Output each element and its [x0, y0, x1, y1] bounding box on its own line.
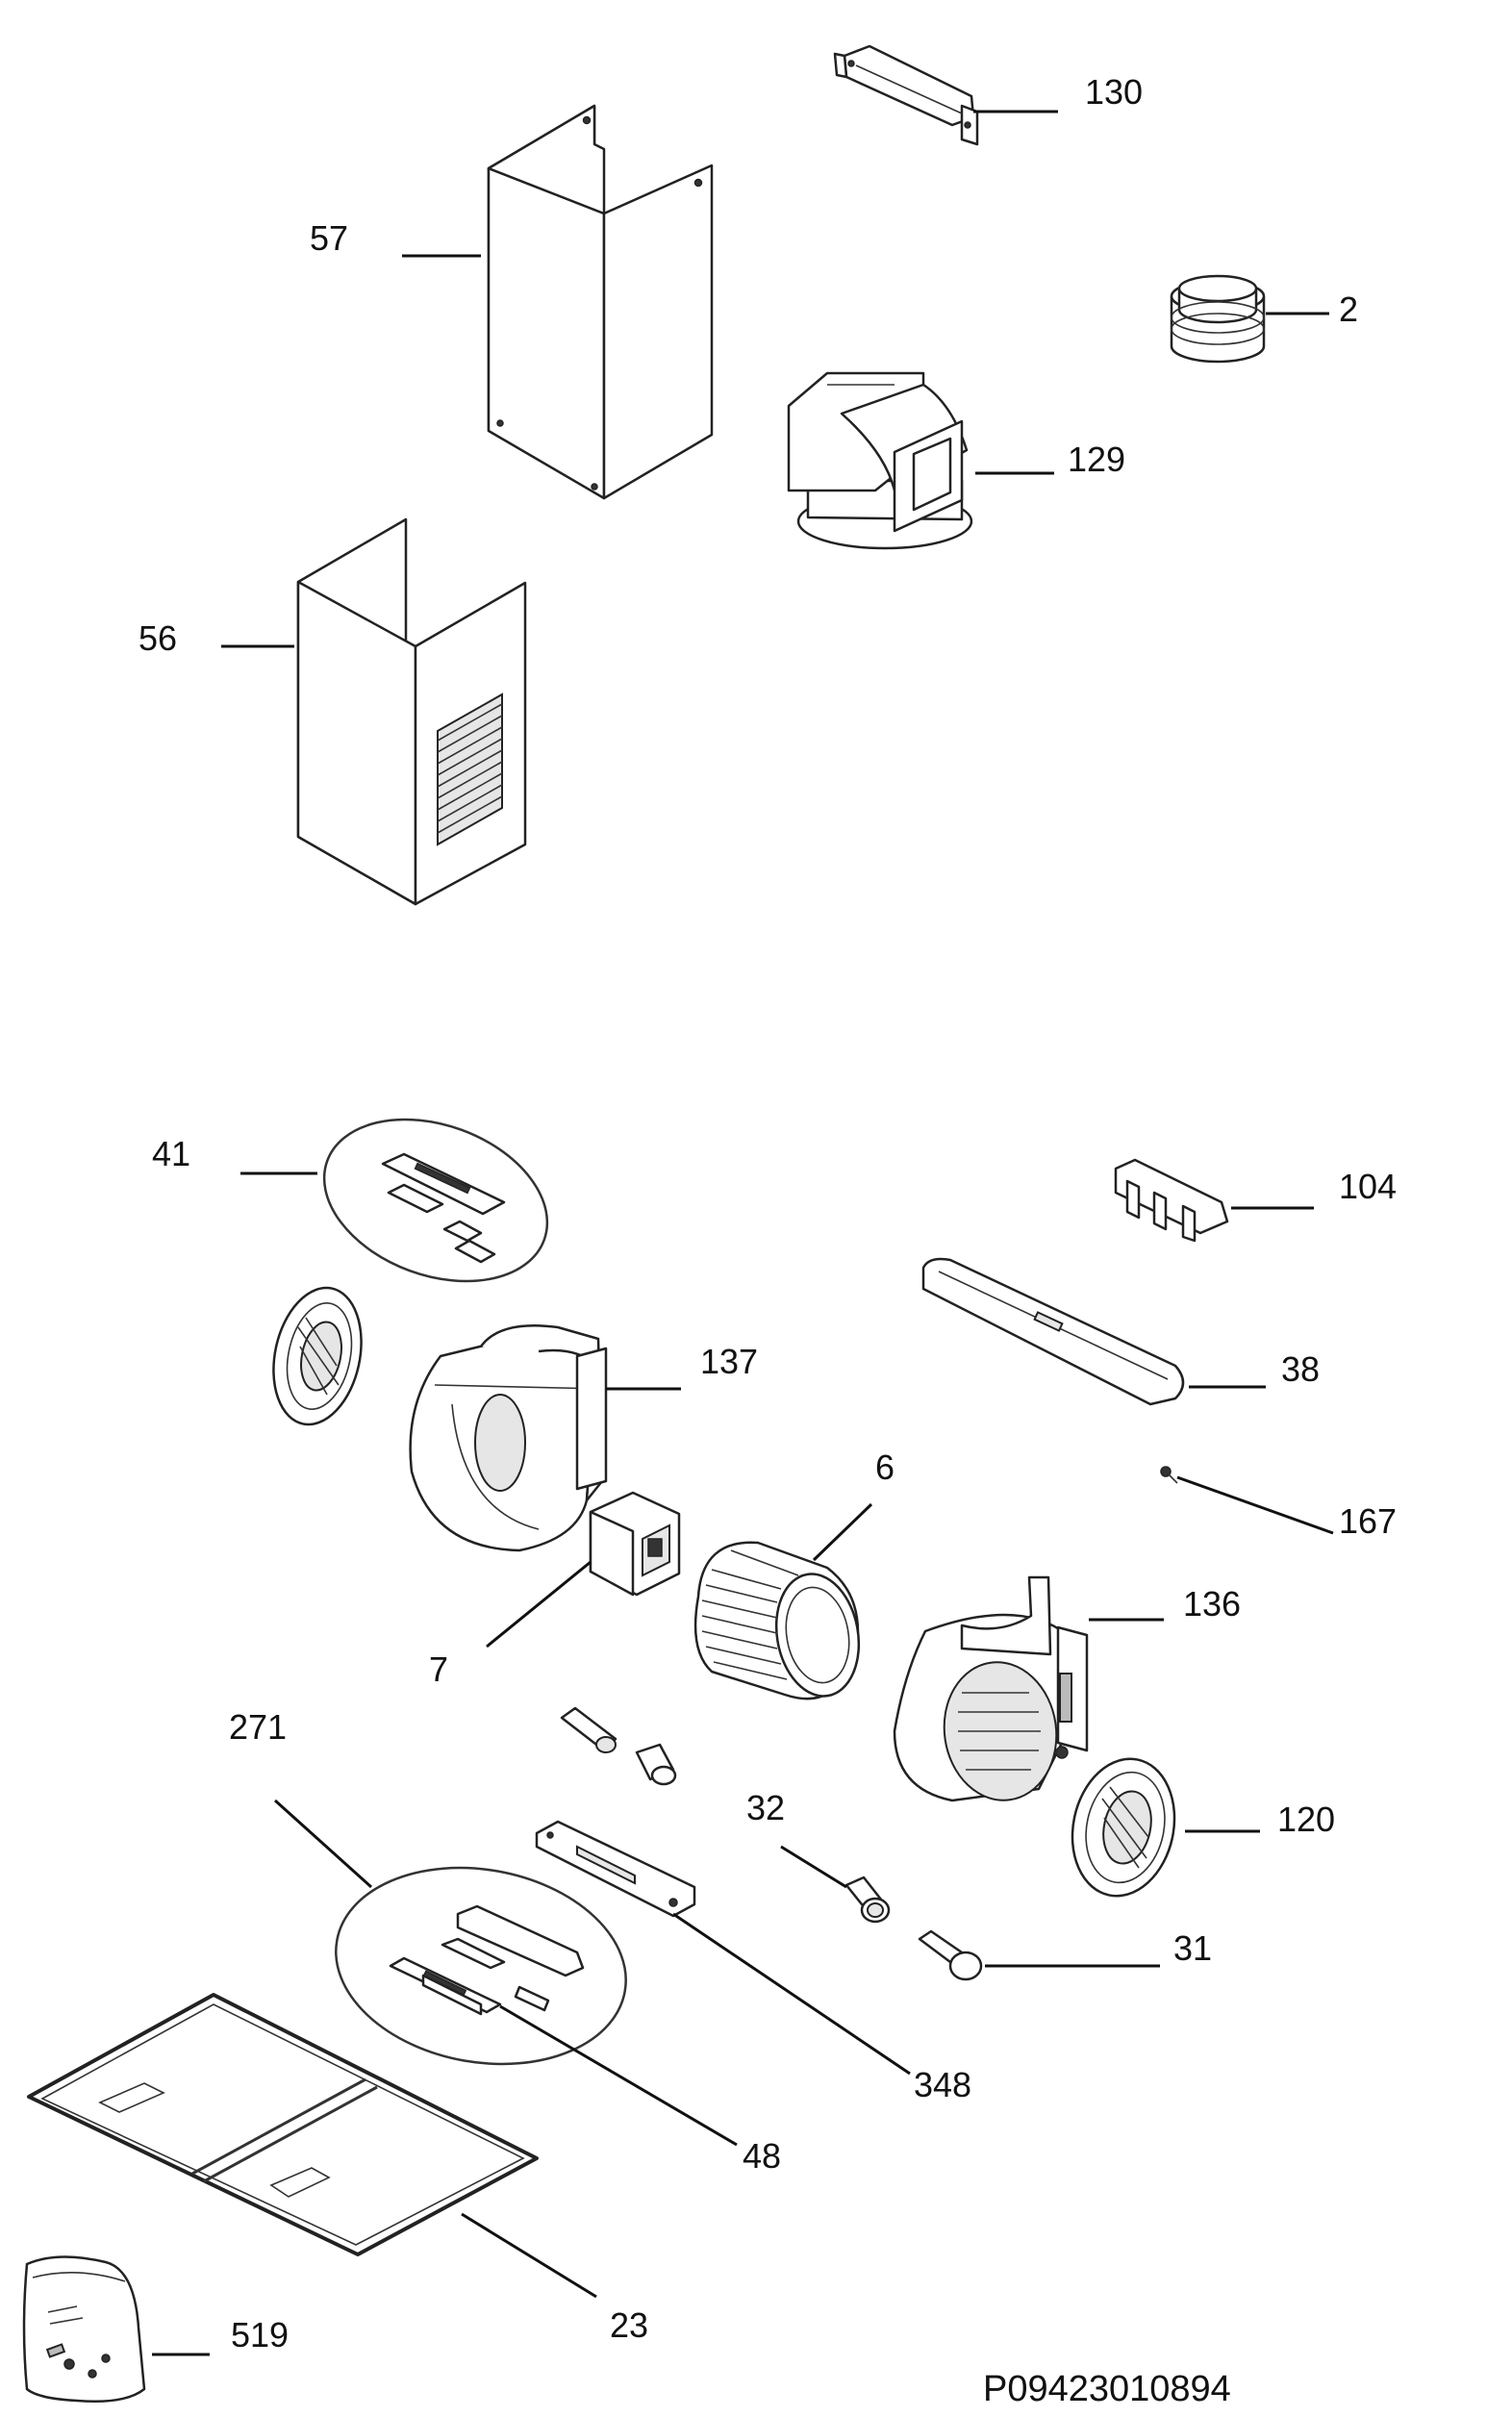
part-31-bulb — [918, 1929, 983, 1981]
part-2-collar — [1170, 274, 1266, 364]
part-348-lamp-bracket — [535, 1820, 696, 1918]
part-7-capacitor — [589, 1491, 681, 1597]
label-104: 104 — [1339, 1167, 1397, 1206]
label-271: 271 — [229, 1707, 287, 1747]
label-120: 120 — [1277, 1800, 1335, 1839]
part-23-grease-filters — [27, 1993, 539, 2256]
label-57: 57 — [310, 218, 348, 258]
leader-167 — [1176, 1475, 1334, 1535]
blower-blades — [701, 1549, 799, 1680]
leader-348 — [672, 1912, 911, 2076]
label-56: 56 — [139, 618, 177, 658]
vent-grille — [437, 692, 503, 846]
part-104-clip — [1114, 1158, 1229, 1243]
label-348: 348 — [914, 2065, 971, 2104]
label-23: 23 — [610, 2305, 648, 2345]
leader-7 — [486, 1560, 592, 1649]
part-57-upper-chimney — [487, 104, 714, 500]
label-2: 2 — [1339, 290, 1358, 329]
part-38-light-tray — [921, 1257, 1185, 1406]
leader-6 — [812, 1502, 873, 1562]
drawing-code: P09423010894 — [983, 2369, 1231, 2409]
label-6: 6 — [875, 1448, 895, 1487]
part-32-lamp-holder — [844, 1876, 891, 1924]
part-120-grill — [1071, 1757, 1176, 1898]
label-32: 32 — [746, 1788, 785, 1827]
label-137: 137 — [700, 1342, 758, 1381]
leader-271 — [273, 1799, 373, 1889]
label-130: 130 — [1085, 72, 1143, 112]
part-271-wiring-kit — [335, 1866, 627, 2066]
label-31: 31 — [1173, 1928, 1212, 1968]
label-519: 519 — [231, 2315, 289, 2354]
part-519-accessory-bag — [22, 2255, 146, 2404]
label-136: 136 — [1183, 1584, 1241, 1624]
label-38: 38 — [1281, 1349, 1320, 1389]
part-56-lower-chimney — [296, 517, 527, 906]
part-6-blower-wheel — [693, 1541, 861, 1700]
label-167: 167 — [1339, 1501, 1397, 1541]
label-41: 41 — [152, 1134, 190, 1173]
label-7: 7 — [429, 1649, 448, 1689]
leader-48 — [499, 2004, 738, 2147]
lamp-holder-pair — [560, 1706, 677, 1786]
label-48: 48 — [743, 2136, 781, 2176]
part-129-air-deflector — [787, 371, 973, 550]
leader-32 — [780, 1845, 847, 1889]
leader-23 — [461, 2212, 597, 2299]
part-41-control-kit — [322, 1118, 549, 1283]
part-136-fan-housing-right — [893, 1575, 1089, 1802]
label-129: 129 — [1068, 440, 1125, 479]
part-137-fan-housing-left — [272, 1286, 608, 1552]
part-167-screw — [1160, 1466, 1178, 1484]
part-130-bracket — [833, 44, 979, 146]
